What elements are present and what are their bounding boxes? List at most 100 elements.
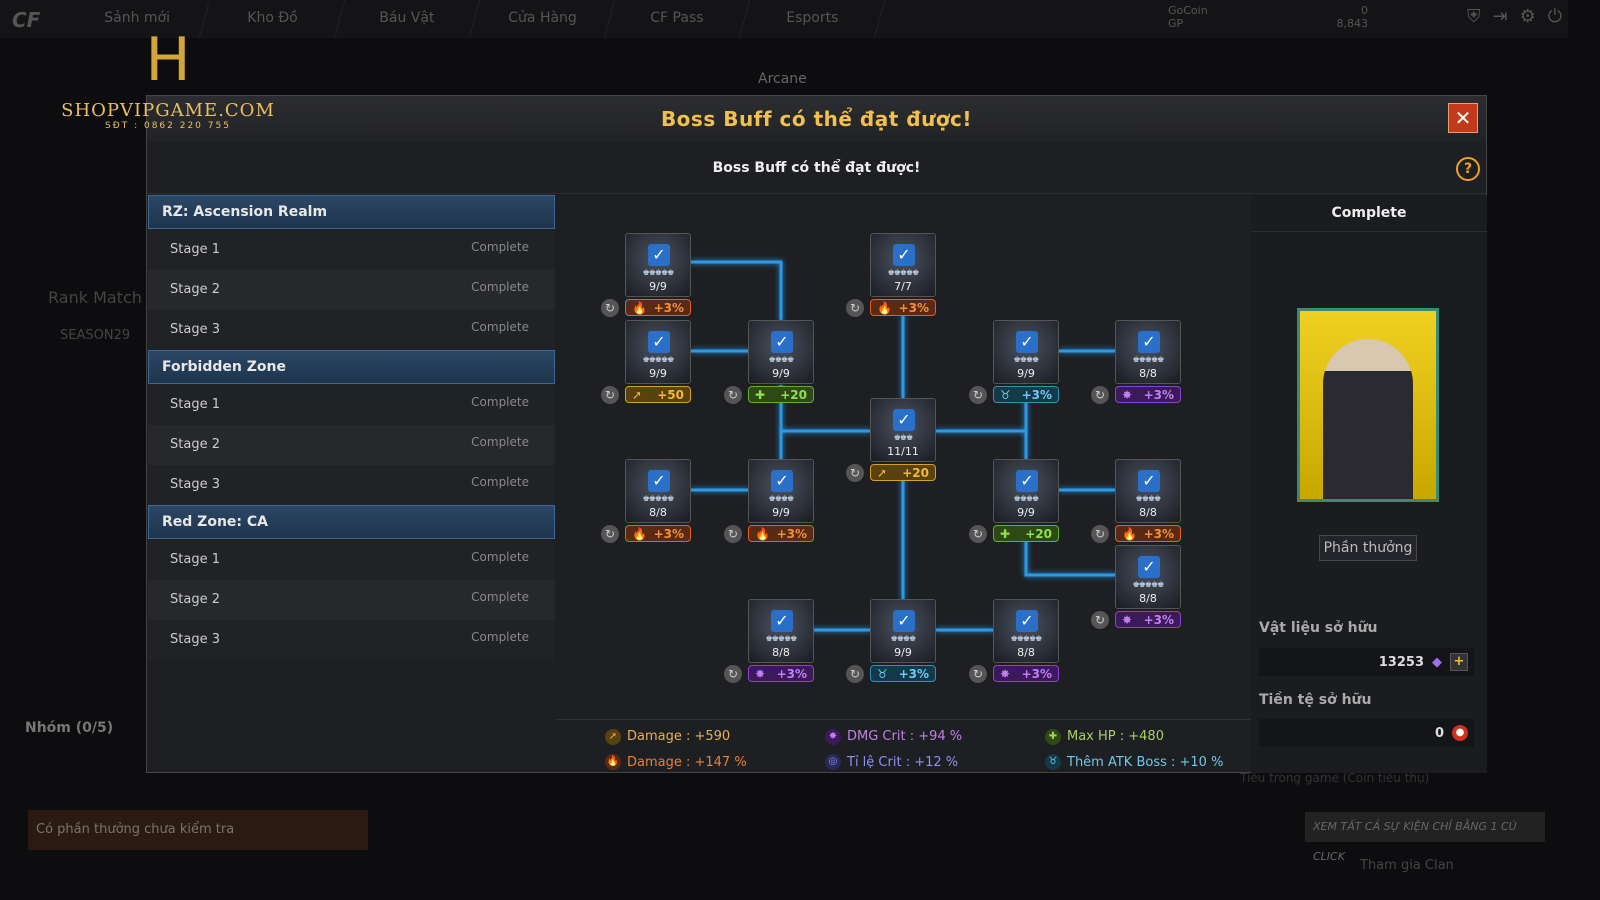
shield-icon[interactable]: ⛨ [1467,6,1481,27]
boss-card[interactable]: ✓♚♚♚♚♚7/7 [870,233,936,297]
boss-card[interactable]: ✓♚♚♚♚♚9/9 [625,320,691,384]
tab-cf-pass[interactable]: CF Pass [604,0,751,38]
critrate-icon: ◎ [825,754,841,771]
stage-label: Stage 3 [170,477,220,492]
stat-text: Damage : +147 % [627,754,747,770]
stage-status: Complete [471,395,529,409]
events-banner[interactable]: XEM TẤT CẢ SỰ KIỆN CHỈ BẰNG 1 CÚ CLICK [1305,812,1545,863]
gear-icon[interactable]: ⚙ [1519,6,1536,27]
refresh-icon[interactable]: ↻ [724,525,742,543]
exit-icon[interactable]: ⇥ [1492,6,1508,27]
buff-node[interactable]: ✓♚♚♚♚9/9 ↻ 🔥+3% [724,459,814,543]
refresh-icon[interactable]: ↻ [846,299,864,317]
boss-card[interactable]: ✓♚♚♚♚8/8 [1115,459,1181,523]
reward-button[interactable]: Phần thưởng [1319,535,1417,561]
refresh-icon[interactable]: ↻ [1091,386,1109,404]
watermark-logo: H SHOPVIPGAME.COM SĐT : 0862 220 755 [48,20,288,131]
currency-box: 0 ● [1259,719,1474,747]
buff-node[interactable]: ✓♚♚♚♚♚8/8 ↻ ✸+3% [1091,545,1181,629]
buff-node[interactable]: ✓♚♚♚♚9/9 ↻ ♉+3% [846,599,936,683]
refresh-icon[interactable]: ↻ [969,386,987,404]
refresh-icon[interactable]: ↻ [724,665,742,683]
unchecked-rewards-bar[interactable]: Có phần thưởng chưa kiểm tra [28,810,368,850]
buff-node[interactable]: ✓♚♚♚♚♚8/8 ↻ ✸+3% [1091,320,1181,404]
boss-card[interactable]: ✓♚♚♚♚♚8/8 [748,599,814,663]
boss-card[interactable]: ✓♚♚♚♚9/9 [993,459,1059,523]
buff-node[interactable]: ✓♚♚♚♚9/9 ↻ ♉+3% [969,320,1059,404]
boss-card[interactable]: ✓♚♚♚♚9/9 [748,320,814,384]
buff-node[interactable]: ✓♚♚♚♚9/9 ↻ ✚+20 [724,320,814,404]
buff-value: +3% [1021,667,1052,681]
gun-icon: ➚ [877,466,888,480]
refresh-icon[interactable]: ↻ [601,386,619,404]
refresh-icon[interactable]: ↻ [1091,525,1109,543]
node-count: 9/9 [772,367,790,380]
boss-card[interactable]: ✓♚♚♚♚♚9/9 [625,233,691,297]
tab-cua-hang[interactable]: Cửa Hàng [469,0,616,38]
buff-node[interactable]: ✓♚♚♚♚♚9/9 ↻ 🔥+3% [601,233,691,317]
boss-card[interactable]: ✓♚♚♚♚♚8/8 [625,459,691,523]
refresh-icon[interactable]: ↻ [724,386,742,404]
check-icon: ✓ [1016,470,1038,492]
buff-value: +3% [1143,527,1174,541]
watermark-phone: SĐT : 0862 220 755 [105,121,231,131]
buff-badge: ✸+3% [748,665,814,682]
boss-card[interactable]: ✓♚♚♚♚9/9 [870,599,936,663]
boss-card[interactable]: ✓♚♚♚♚9/9 [748,459,814,523]
tab-esports[interactable]: Esports [739,0,886,38]
buff-badge: ➚+20 [870,464,936,481]
join-clan-button[interactable]: Tham gia Clan [1360,858,1454,873]
buff-node[interactable]: ✓♚♚♚♚♚7/7 ↻ 🔥+3% [846,233,936,317]
boss-card[interactable]: ✓♚♚♚♚♚8/8 [993,599,1059,663]
refresh-icon[interactable]: ↻ [601,299,619,317]
character-card [1297,308,1439,502]
help-icon[interactable]: ? [1456,157,1480,181]
boss-card[interactable]: ✓♚♚♚♚9/9 [993,320,1059,384]
buff-badge: ✸+3% [993,665,1059,682]
refresh-icon[interactable]: ↻ [601,525,619,543]
refresh-icon[interactable]: ↻ [969,525,987,543]
buff-node[interactable]: ✓♚♚♚♚8/8 ↻ 🔥+3% [1091,459,1181,543]
node-count: 8/8 [1139,506,1157,519]
buff-node[interactable]: ✓♚♚♚♚♚8/8 ↻ 🔥+3% [601,459,691,543]
tab-label: Cửa Hàng [507,10,577,26]
buff-node[interactable]: ✓♚♚♚♚♚9/9 ↻ ➚+50 [601,320,691,404]
boss-card[interactable]: ✓♚♚♚♚♚8/8 [1115,545,1181,609]
star-rating: ♚♚♚♚♚ [642,268,675,277]
refresh-icon[interactable]: ↻ [1091,611,1109,629]
buff-node[interactable]: ✓♚♚♚♚♚8/8 ↻ ✸+3% [969,599,1059,683]
refresh-icon[interactable]: ↻ [846,665,864,683]
tab-bau-vat[interactable]: Báu Vật [334,0,481,38]
buff-node[interactable]: ✓♚♚♚11/11 ↻ ➚+20 [846,398,936,482]
section-header[interactable]: Forbidden Zone [148,350,555,384]
buff-node[interactable]: ✓♚♚♚♚♚8/8 ↻ ✸+3% [724,599,814,683]
close-button[interactable]: ✕ [1448,103,1478,133]
power-icon[interactable]: ⏻ [1547,6,1562,27]
section-header[interactable]: RZ: Ascension Realm [148,195,555,229]
add-materials-button[interactable]: + [1450,653,1468,671]
cf-logo[interactable]: CF [12,8,41,32]
gp-value: 8,843 [1336,17,1369,30]
boss-card[interactable]: ✓♚♚♚11/11 [870,398,936,462]
section-header[interactable]: Red Zone: CA [148,505,555,539]
boss-icon: ♉ [877,667,888,681]
arcane-label: Arcane [758,71,807,87]
stage-status: Complete [471,435,529,449]
stage-status: Complete [471,590,529,604]
stage-label: Stage 1 [170,242,220,257]
boss-card[interactable]: ✓♚♚♚♚♚8/8 [1115,320,1181,384]
season-label: SEASON29 [60,328,131,343]
buff-tree: ✓♚♚♚♚♚9/9 ↻ 🔥+3%✓♚♚♚♚♚7/7 ↻ 🔥+3%✓♚♚♚♚♚9/… [557,195,1250,715]
refresh-icon[interactable]: ↻ [846,464,864,482]
buff-node[interactable]: ✓♚♚♚♚9/9 ↻ ✚+20 [969,459,1059,543]
refresh-icon[interactable]: ↻ [969,665,987,683]
